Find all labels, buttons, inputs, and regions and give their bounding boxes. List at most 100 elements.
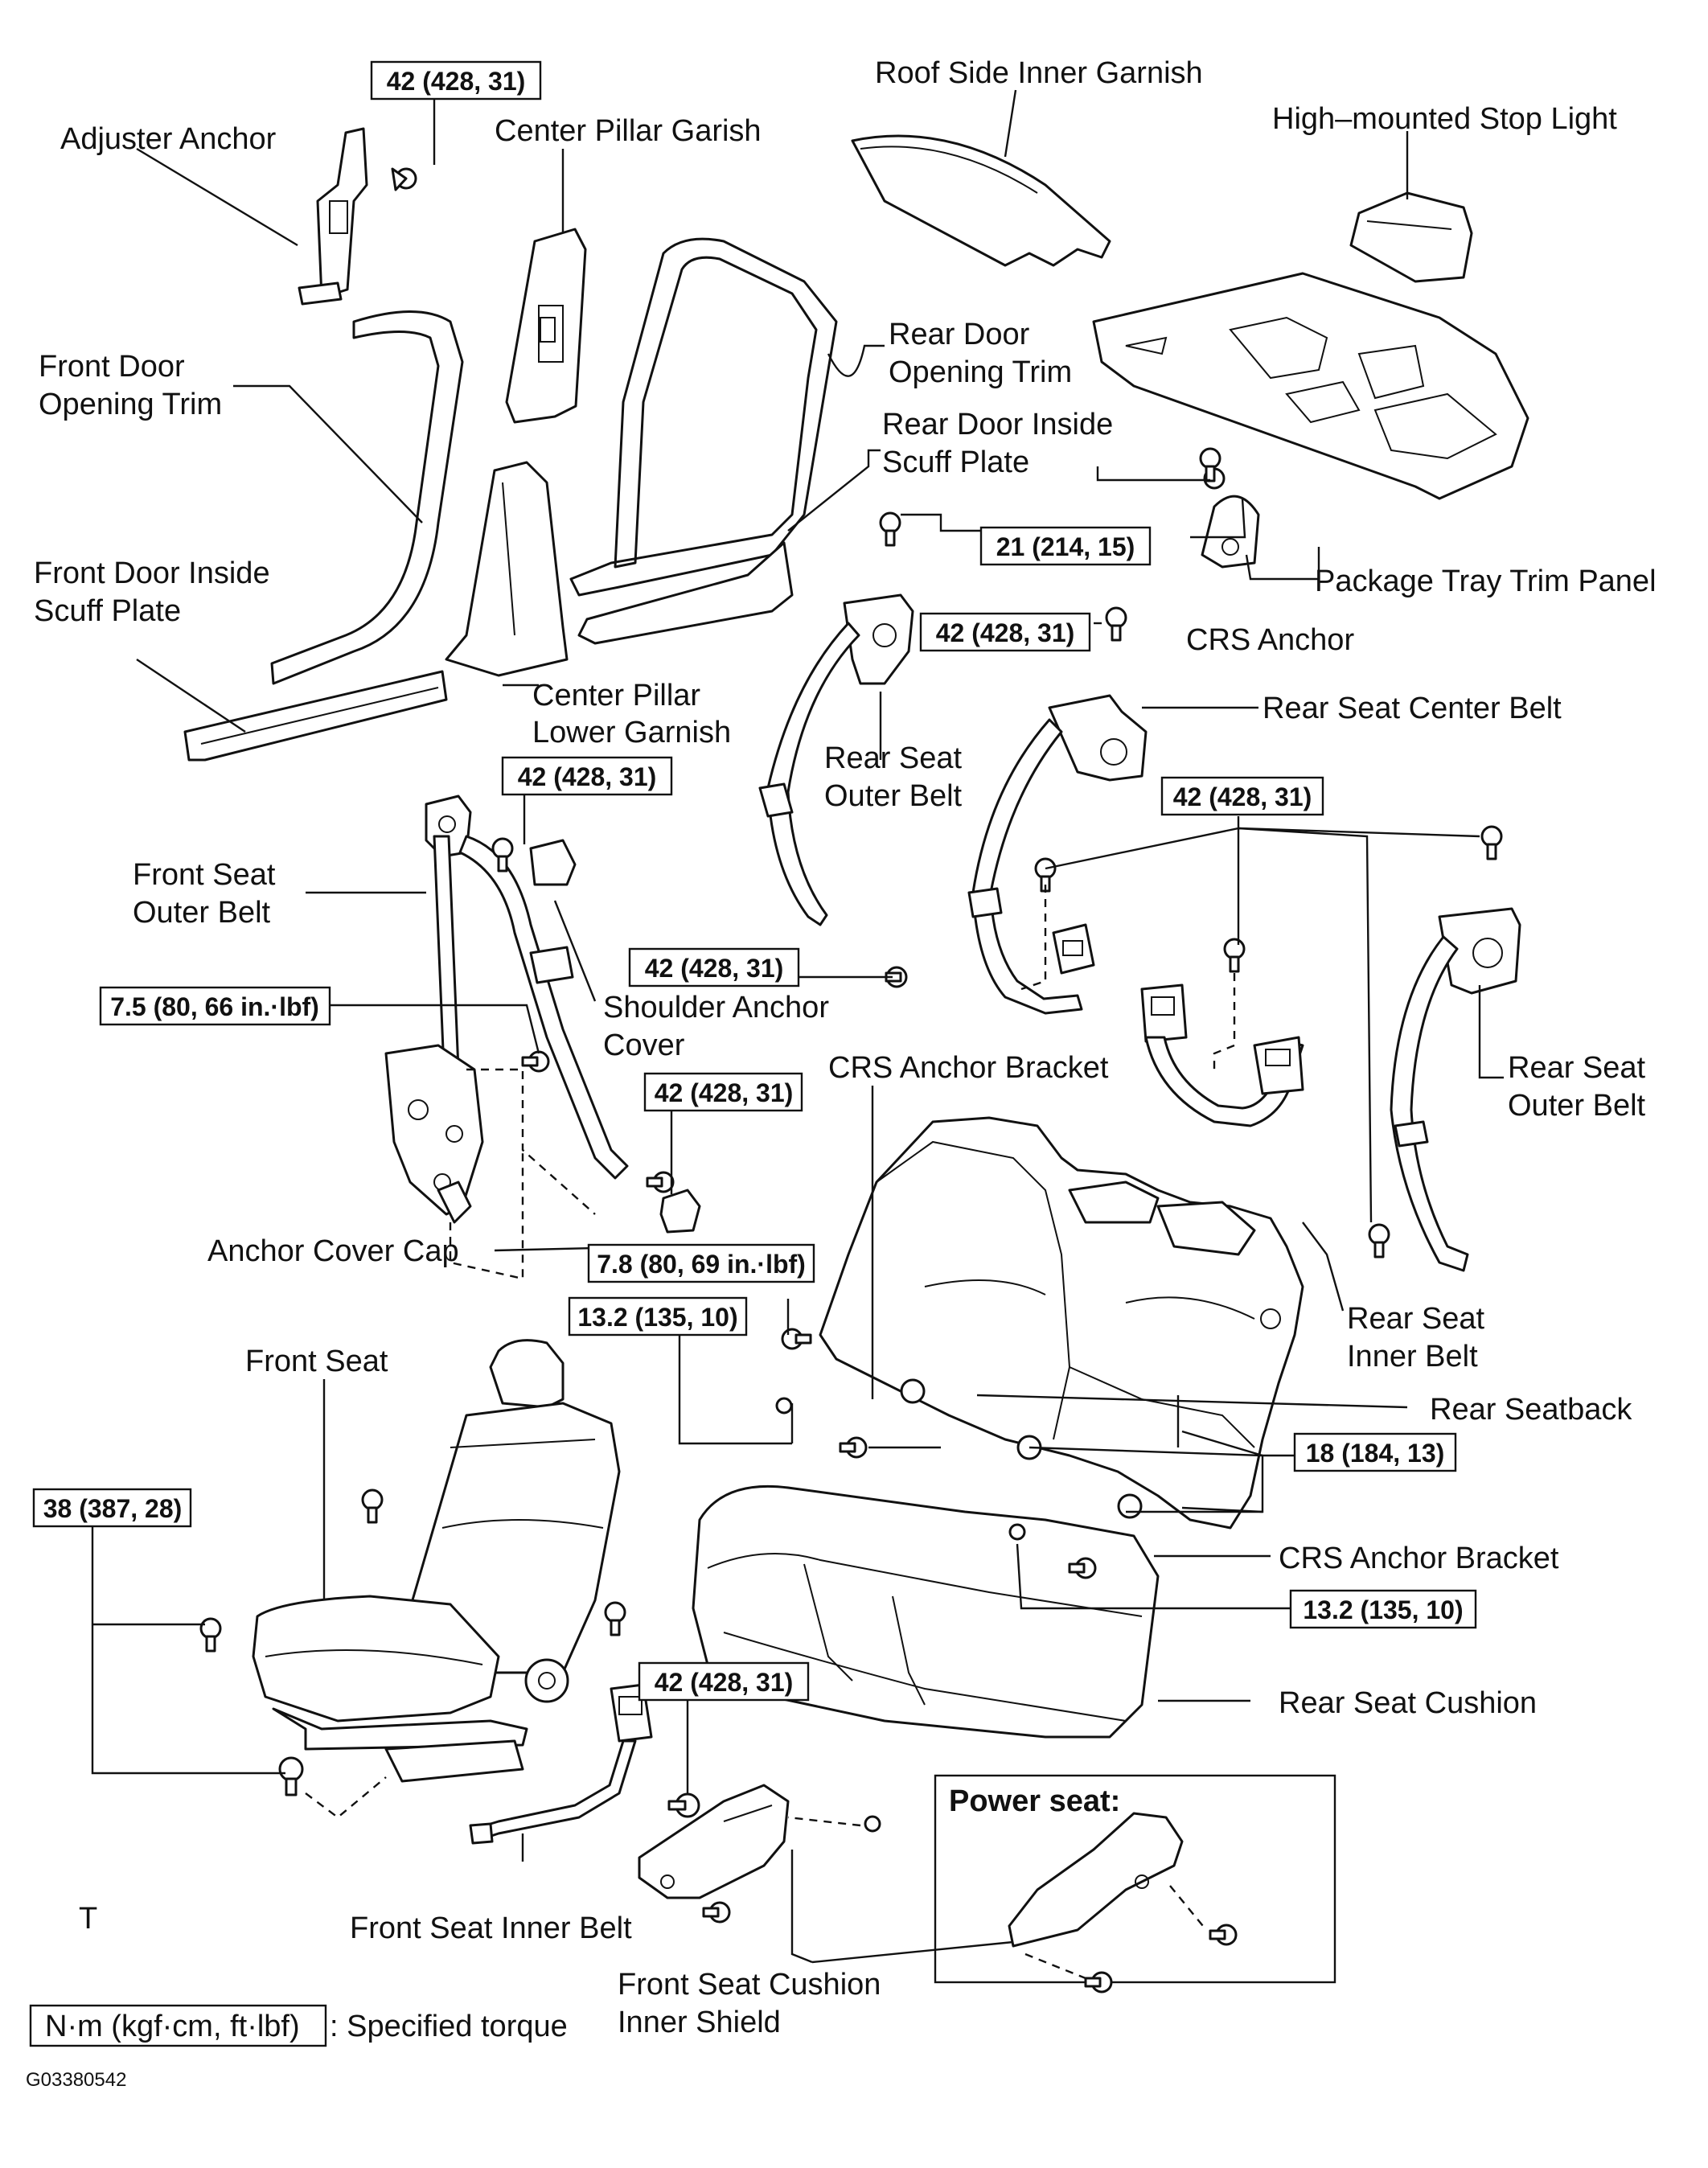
crs-anchor-part (1201, 467, 1260, 569)
bolt-icon (1199, 447, 1221, 482)
bolt-icon (1117, 1493, 1143, 1519)
leader-lines (91, 68, 1504, 1964)
svg-text:42 (428, 31): 42 (428, 31) (1173, 782, 1312, 811)
front-seat-part (252, 1339, 621, 1783)
svg-text:13.2 (135, 10): 13.2 (135, 10) (577, 1303, 737, 1332)
roof-side-inner-garnish-part (851, 134, 1111, 267)
label-front-door-opening-trim-2: Opening Trim (39, 388, 222, 421)
label-rear-seat-inner-belt-2: Inner Belt (1347, 1340, 1478, 1373)
torque-box: 38 (387, 28) (32, 1488, 192, 1528)
bolt-icon (864, 1815, 881, 1833)
rear-seatback-part (819, 1116, 1304, 1530)
torque-box: 42 (428, 31) (501, 756, 673, 796)
bolt-icon (781, 1328, 812, 1350)
label-rear-door-opening-trim-1: Rear Door (889, 318, 1030, 351)
svg-text:18 (184, 13): 18 (184, 13) (1306, 1439, 1445, 1468)
bolt-icon (1105, 606, 1127, 642)
label-rear-door-scuff-plate-1: Rear Door Inside (882, 408, 1113, 441)
bolt-icon (361, 1488, 384, 1524)
svg-text:42 (428, 31): 42 (428, 31) (936, 618, 1075, 647)
svg-text:21 (214, 15): 21 (214, 15) (996, 532, 1135, 561)
anchor-cover-cap-part (659, 1189, 701, 1234)
torque-specs: 42 (428, 31) 21 (214, 15) 42 (428, 31) 4… (32, 60, 1477, 1702)
torque-box: 42 (428, 31) (628, 947, 800, 988)
front-door-opening-trim-part (270, 310, 464, 685)
label-adjuster-anchor: Adjuster Anchor (60, 122, 277, 156)
bolt-icon (667, 1792, 700, 1818)
bolt-icon (1480, 825, 1503, 860)
bolt-icon (1068, 1557, 1097, 1579)
torque-box: 7.8 (80, 69 in.·lbf) (587, 1243, 815, 1283)
legend-unit-text: N·m (kgf·cm, ft·lbf) (45, 2010, 300, 2043)
bolt-icon (885, 966, 908, 988)
label-front-seat-outer-belt-2: Outer Belt (133, 896, 271, 930)
rear-door-opening-trim-part (569, 237, 838, 597)
label-front-door-scuff-plate-2: Scuff Plate (34, 594, 181, 628)
torque-box: 42 (428, 31) (638, 1661, 810, 1702)
bolt-icon (1368, 1223, 1390, 1259)
svg-text:38 (387, 28): 38 (387, 28) (43, 1494, 183, 1523)
label-rear-seat-outer-belt-right-1: Rear Seat (1508, 1051, 1646, 1085)
rear-seat-inner-belt-part (1140, 983, 1304, 1127)
svg-text:42 (428, 31): 42 (428, 31) (655, 1668, 794, 1697)
bolt-icon (900, 1378, 926, 1404)
shoulder-anchor-cover-part (529, 839, 577, 886)
label-anchor-cover-cap: Anchor Cover Cap (207, 1234, 459, 1268)
bolt-icon (521, 1050, 550, 1073)
label-rear-seat-outer-belt-left-2: Outer Belt (824, 779, 963, 813)
svg-text:42 (428, 31): 42 (428, 31) (387, 67, 526, 96)
label-front-seat-outer-belt-1: Front Seat (133, 858, 276, 892)
rear-door-scuff-plate-part (577, 541, 794, 645)
label-high-mounted-stop-light: High–mounted Stop Light (1272, 102, 1617, 136)
bolt-icon (646, 1171, 675, 1193)
torque-box: 21 (214, 15) (979, 526, 1152, 566)
rear-seat-cushion-part (692, 1484, 1160, 1739)
svg-text:7.5 (80, 66 in.·lbf): 7.5 (80, 66 in.·lbf) (110, 992, 319, 1021)
svg-text:42 (428, 31): 42 (428, 31) (655, 1078, 794, 1107)
label-shoulder-anchor-cover-2: Cover (603, 1029, 685, 1062)
label-center-pillar-lower-garnish-1: Center Pillar (532, 679, 700, 712)
label-front-seat-inner-belt: Front Seat Inner Belt (350, 1911, 632, 1945)
front-door-scuff-plate-part (183, 670, 448, 762)
part-labels: Adjuster Anchor Center Pillar Garish Roo… (34, 56, 1657, 2039)
rear-seat-center-belt-part (967, 694, 1148, 1015)
bolt-icon (491, 837, 514, 873)
label-power-seat: Power seat: (949, 1784, 1120, 1818)
bolt-icon (839, 1436, 868, 1459)
label-center-pillar-lower-garnish-2: Lower Garnish (532, 716, 731, 749)
label-front-door-scuff-plate-1: Front Door Inside (34, 556, 270, 590)
package-tray-part (1092, 272, 1529, 500)
torque-box: 13.2 (135, 10) (568, 1296, 748, 1337)
torque-box: 42 (428, 31) (643, 1072, 803, 1112)
bolt-icon (604, 1601, 626, 1636)
label-front-seat-cushion-shield-2: Inner Shield (618, 2006, 781, 2039)
label-rear-seatback: Rear Seatback (1430, 1393, 1632, 1427)
front-seat-cushion-shield-part (638, 1784, 790, 1899)
torque-box: 42 (428, 31) (1160, 776, 1324, 816)
rear-seat-outer-belt-left-part (758, 593, 914, 926)
label-rear-seat-center-belt: Rear Seat Center Belt (1263, 692, 1562, 725)
torque-box: 42 (428, 31) (919, 612, 1091, 652)
svg-text:42 (428, 31): 42 (428, 31) (645, 954, 784, 983)
torque-box: 7.5 (80, 66 in.·lbf) (99, 986, 331, 1026)
label-crs-anchor-bracket-bottom: CRS Anchor Bracket (1279, 1542, 1559, 1575)
bolt-icon (199, 1617, 222, 1653)
label-rear-seat-outer-belt-left-1: Rear Seat (824, 741, 963, 775)
rear-seat-outer-belt-right-part (1390, 907, 1521, 1272)
svg-text:42 (428, 31): 42 (428, 31) (518, 762, 657, 791)
t-mark: T (79, 1902, 97, 1936)
label-front-door-opening-trim-1: Front Door (39, 350, 185, 384)
bolt-icon (702, 1901, 731, 1924)
label-center-pillar-garish: Center Pillar Garish (495, 114, 762, 148)
svg-text:13.2 (135, 10): 13.2 (135, 10) (1303, 1595, 1463, 1624)
label-rear-seat-inner-belt-1: Rear Seat (1347, 1302, 1485, 1336)
power-seat-box (934, 1774, 1336, 1984)
bolt-icon (1209, 1924, 1238, 1946)
label-rear-door-scuff-plate-2: Scuff Plate (882, 446, 1029, 479)
bolt-icon (1223, 938, 1246, 973)
bolt-icon (879, 511, 901, 547)
torque-box: 18 (184, 13) (1293, 1432, 1457, 1472)
bolt-icon (1084, 1971, 1113, 1993)
label-front-seat: Front Seat (245, 1345, 388, 1378)
